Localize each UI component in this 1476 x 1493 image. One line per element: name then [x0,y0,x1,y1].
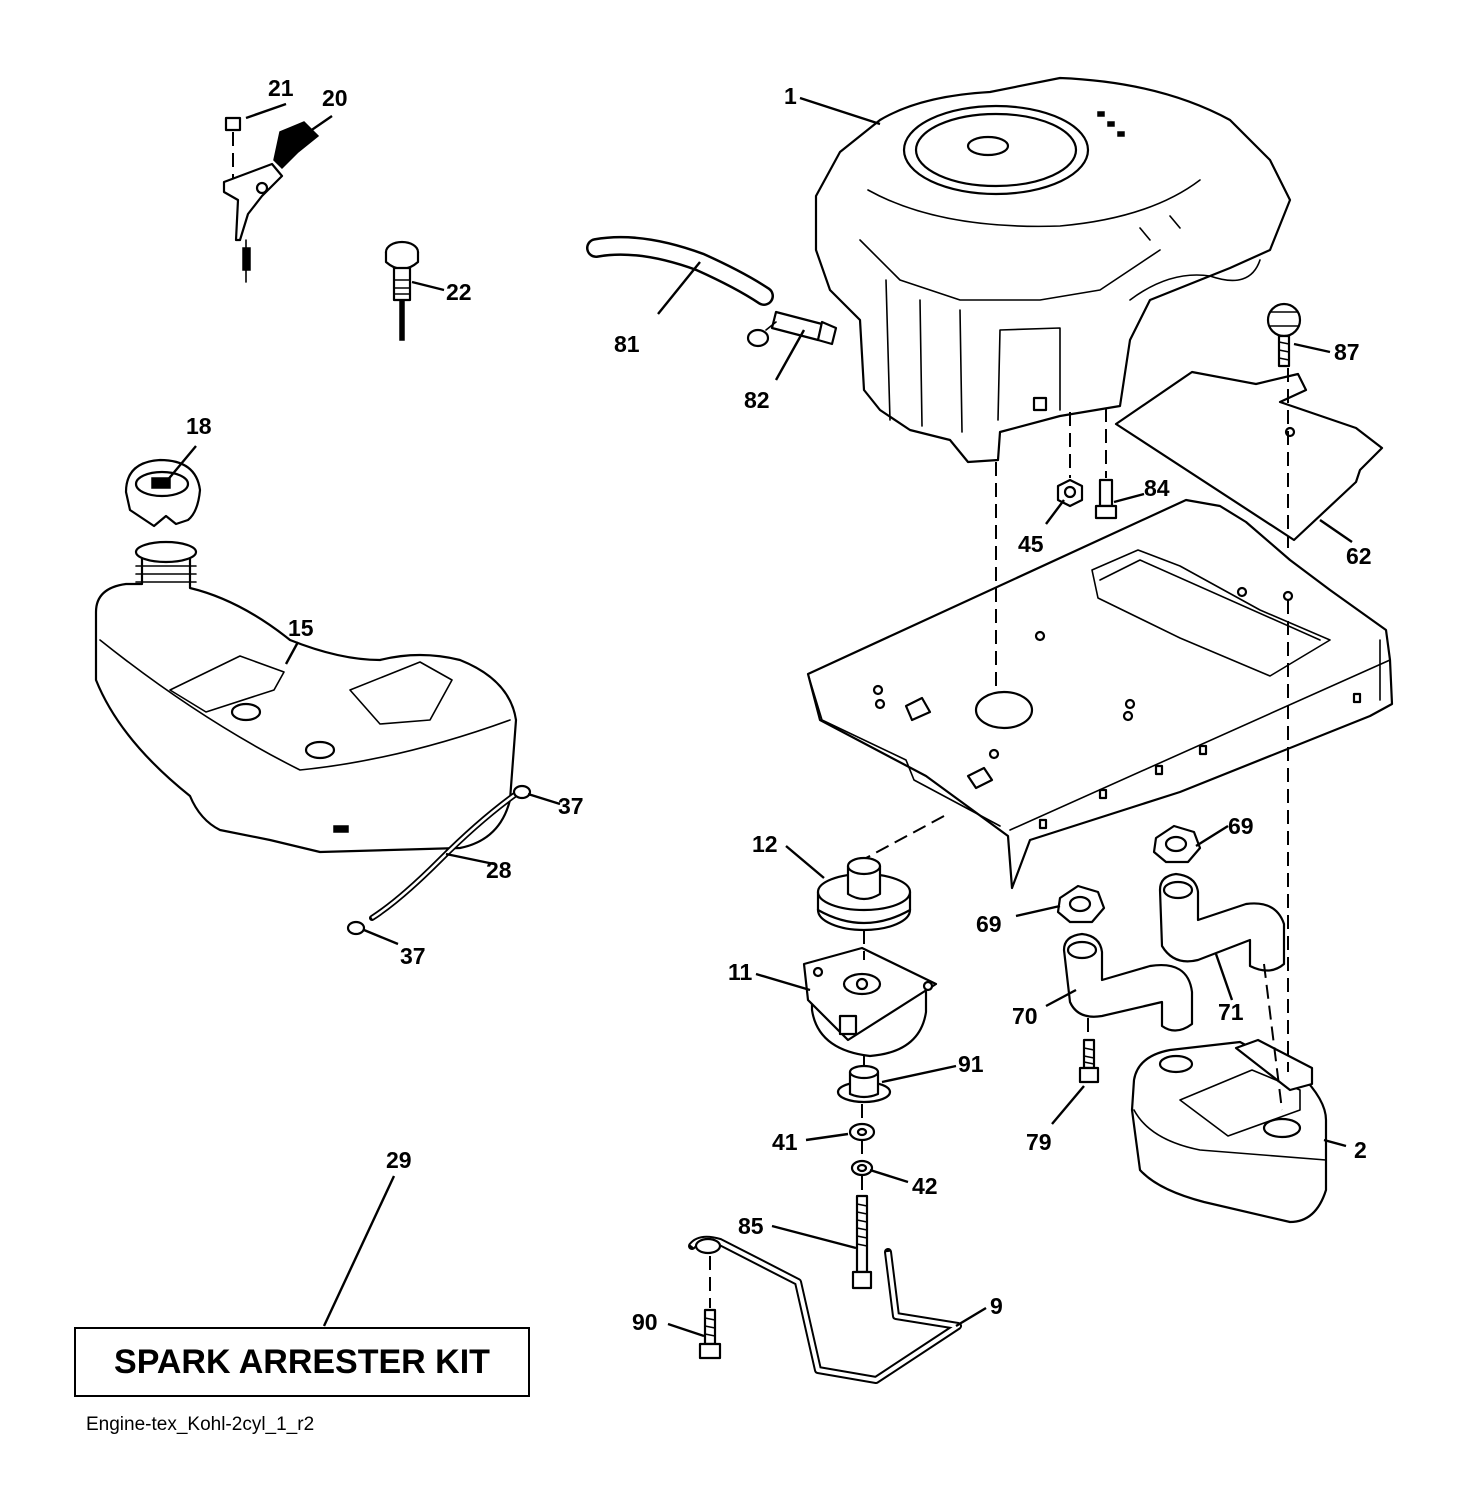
callout-numbers: 1 21 20 22 18 15 37 28 37 81 82 87 84 45… [186,75,1372,1335]
clutch-bolt [851,1194,873,1290]
callout-42: 42 [912,1173,938,1199]
callout-9: 9 [990,1293,1003,1319]
engine-bolt [1094,478,1118,520]
leader-lines [165,96,1353,1338]
spacer-bushing [836,1064,892,1104]
callout-1: 1 [784,83,797,109]
engine-pulley [816,856,912,932]
bracket-bolt [698,1308,722,1360]
engine-nut [1056,478,1084,508]
callout-41: 41 [772,1129,798,1155]
callout-28: 28 [486,857,512,883]
callout-79: 79 [1026,1129,1052,1155]
fuel-tank [94,540,518,854]
exhaust-gasket-2 [1056,884,1106,924]
callout-37-top: 37 [558,793,584,819]
muffler [1130,1038,1328,1224]
callout-87: 87 [1334,339,1360,365]
fuel-line [346,784,532,936]
callout-20: 20 [322,85,348,111]
callout-15: 15 [288,615,314,641]
muffler-bolt [1078,1038,1100,1084]
exhaust-gasket [1152,824,1202,864]
callout-18: 18 [186,413,212,439]
callout-29: 29 [386,1147,412,1173]
callout-69-top: 69 [1228,813,1254,839]
fuel-cap [124,458,202,528]
engine [814,76,1292,464]
callout-82: 82 [744,387,770,413]
pto-clutch [802,946,938,1058]
callout-84: 84 [1144,475,1170,501]
callout-62: 62 [1346,543,1372,569]
assembly-lines [709,368,1289,1308]
chassis-frame [806,498,1394,890]
callout-90: 90 [632,1309,658,1335]
choke-knob [384,240,420,341]
shield-bolt [1266,302,1302,368]
callout-22: 22 [446,279,472,305]
lock-washer [850,1159,874,1177]
callout-11: 11 [728,959,753,985]
callout-69-left: 69 [976,911,1002,937]
callout-70: 70 [1012,1003,1038,1029]
callout-2: 2 [1354,1137,1367,1163]
spark-arrester-kit-box: SPARK ARRESTER KIT [74,1327,530,1397]
clutch-bracket [688,1235,962,1384]
callout-71: 71 [1218,999,1244,1025]
fuel-fitting [746,310,838,348]
callout-12: 12 [752,831,778,857]
washer [848,1122,876,1142]
callout-21: 21 [268,75,294,101]
throttle-control-assembly [222,116,320,283]
callout-45: 45 [1018,531,1044,557]
exhaust-pipe-right [1158,872,1286,972]
exhaust-pipe-left [1062,932,1194,1032]
drawing-id-label: Engine-tex_Kohl-2cyl_1_r2 [86,1414,315,1435]
callout-37-bottom: 37 [400,943,426,969]
callout-91: 91 [958,1051,984,1077]
callout-81: 81 [614,331,640,357]
callout-85: 85 [738,1213,764,1239]
spark-arrester-kit-label: SPARK ARRESTER KIT [114,1342,490,1381]
